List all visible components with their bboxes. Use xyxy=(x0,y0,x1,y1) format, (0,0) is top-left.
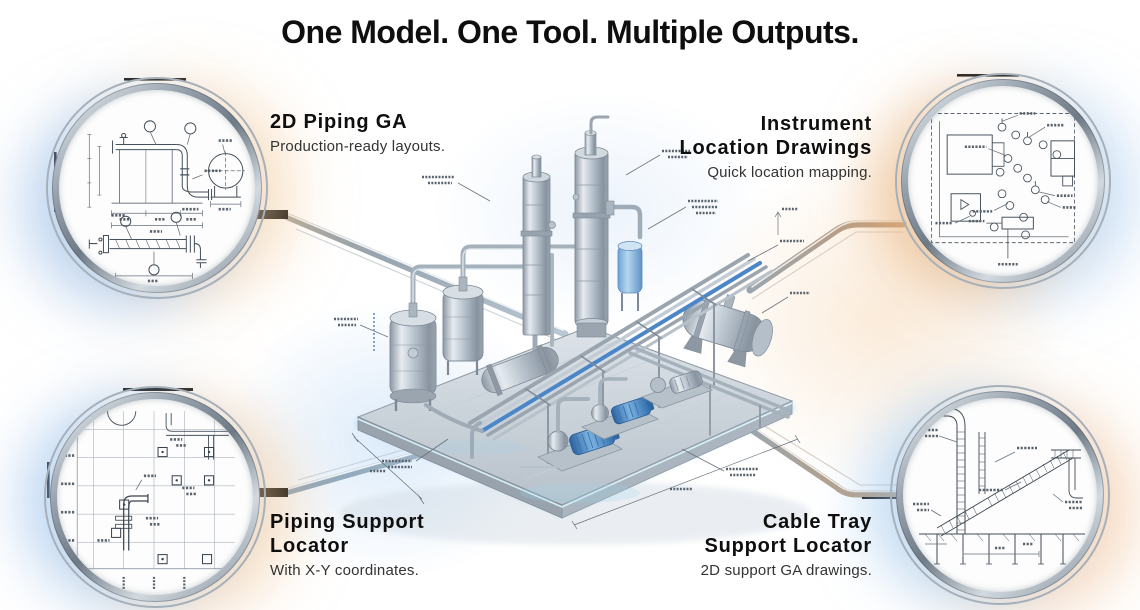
callout-subtitle: 2D support GA drawings. xyxy=(700,562,872,579)
callout-heading: 2D Piping GA xyxy=(270,110,445,134)
callout-heading: Cable Tray Support Locator xyxy=(701,510,872,558)
lens-2d-piping-ga xyxy=(46,77,268,299)
lens-drawing-area xyxy=(903,398,1097,592)
column-tall xyxy=(572,115,615,338)
heading-line: Support Locator xyxy=(704,535,872,557)
tube-bottom-right xyxy=(741,416,902,498)
lens-cable-tray-support xyxy=(890,385,1110,605)
callout-heading: Piping Support Locator xyxy=(270,510,425,558)
platform xyxy=(356,326,794,519)
callout-instrument-location: Instrument Location Drawings Quick locat… xyxy=(679,112,872,181)
cable-tray-drawing xyxy=(913,407,1085,565)
lens-drawing-area xyxy=(57,399,253,595)
pipe-rack xyxy=(468,253,792,464)
plant-dimensions xyxy=(351,207,801,530)
ground-shadow xyxy=(340,481,810,545)
plant-callouts xyxy=(334,149,810,477)
piping-support-plan-drawing xyxy=(61,411,235,589)
callout-subtitle: Production-ready layouts. xyxy=(270,138,446,155)
callout-piping-support-locator: Piping Support Locator With X-Y coordina… xyxy=(270,510,425,579)
callout-cable-tray-support-locator: Cable Tray Support Locator 2D support GA… xyxy=(701,510,872,579)
piping-ga-drawing xyxy=(87,120,245,283)
heading-line: Locator xyxy=(270,535,349,557)
tube-top-right xyxy=(746,220,907,300)
heading-line: Cable Tray xyxy=(762,511,872,533)
lens-drawing-area xyxy=(59,90,255,286)
lens-drawing-area xyxy=(908,86,1098,276)
drum-back-left xyxy=(442,276,484,375)
blue-vessel xyxy=(617,241,643,311)
plant-3d-model xyxy=(334,115,810,545)
heading-line: 2D Piping GA xyxy=(270,111,408,133)
callout-heading: Instrument Location Drawings xyxy=(679,112,872,160)
pump-2 xyxy=(581,385,659,440)
instrument-location-drawing xyxy=(931,112,1077,266)
column-left xyxy=(520,154,556,336)
lens-instrument-location xyxy=(895,73,1111,289)
lens-piping-support-locator xyxy=(44,386,266,608)
heading-line: Piping Support xyxy=(270,511,425,533)
heading-line: Location Drawings xyxy=(679,137,872,159)
exchanger xyxy=(481,344,559,397)
callout-subtitle: With X-Y coordinates. xyxy=(270,562,419,579)
drum-front-left xyxy=(389,302,437,411)
callout-2d-piping-ga: 2D Piping GA Production-ready layouts. xyxy=(270,110,445,155)
pump-3 xyxy=(641,370,713,409)
front-piping xyxy=(424,377,628,468)
heading-line: Instrument xyxy=(760,113,872,135)
page-title: One Model. One Tool. Multiple Outputs. xyxy=(281,14,859,50)
callout-subtitle: Quick location mapping. xyxy=(707,164,872,181)
